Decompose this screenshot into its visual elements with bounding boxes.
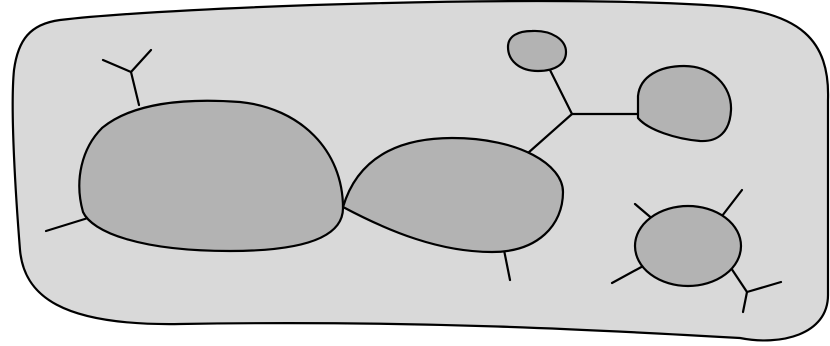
small-top-blob bbox=[508, 31, 566, 71]
bottom-right-blob bbox=[635, 206, 741, 286]
